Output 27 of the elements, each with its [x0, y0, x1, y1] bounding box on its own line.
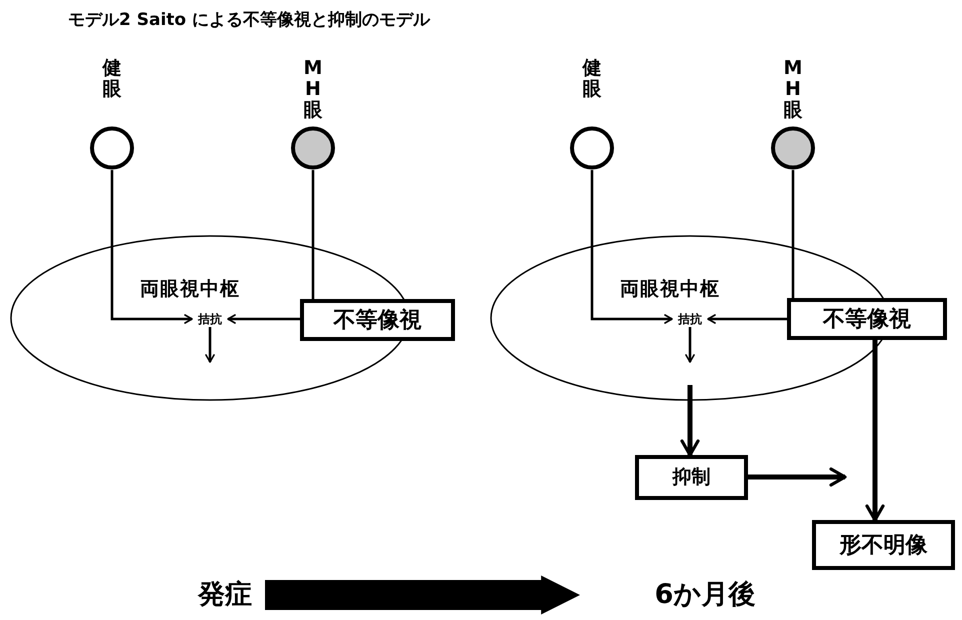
process-box: 抑制: [635, 455, 748, 500]
arrow: [227, 314, 300, 324]
vertical-label: 健眼: [582, 58, 602, 100]
arrow: [865, 340, 885, 522]
connector-line: [312, 170, 314, 299]
region-title: 両眼視中枢: [140, 277, 240, 302]
stage-label: 6か月後: [635, 575, 775, 615]
arrow: [748, 467, 847, 487]
vertical-label: MH眼: [304, 58, 322, 121]
diagram-title: モデル2 Saito による不等像視と抑制のモデル: [68, 9, 430, 32]
node-label: 拮抗: [192, 311, 228, 327]
region-title: 両眼視中枢: [620, 277, 720, 302]
node-label: 拮抗: [672, 311, 708, 327]
process-box: 不等像視: [787, 298, 947, 340]
arrow: [685, 327, 695, 363]
process-box: 不等像視: [300, 299, 455, 341]
arrow: [680, 385, 700, 457]
arrow: [590, 170, 673, 324]
arrow: [707, 314, 787, 324]
stage-label: 発症: [185, 575, 265, 615]
block-arrow: [265, 576, 580, 614]
arrow: [110, 170, 193, 324]
vertical-label: MH眼: [784, 58, 802, 121]
vertical-label: 健眼: [102, 58, 122, 100]
connector-line: [792, 170, 794, 298]
arrow: [205, 327, 215, 363]
process-box: 形不明像: [812, 520, 955, 570]
